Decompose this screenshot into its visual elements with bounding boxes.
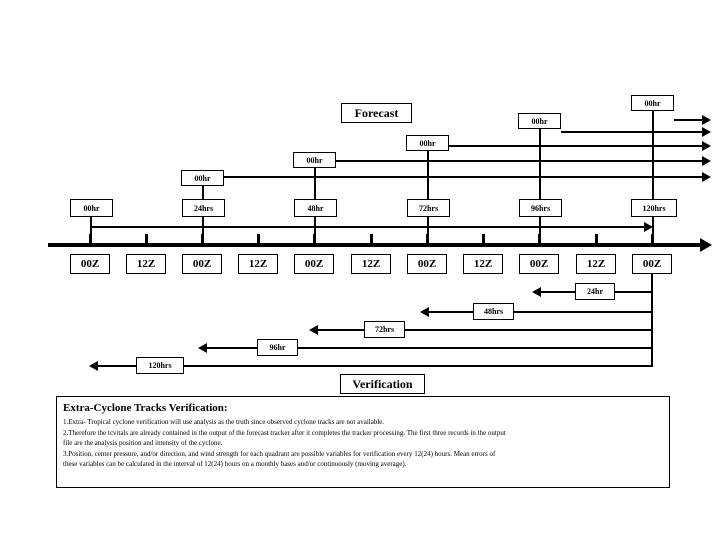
axis-tick <box>651 234 654 246</box>
verification-lead-box-96hr: 96hr <box>257 339 298 356</box>
synoptic-box-5: 12Z <box>351 254 391 274</box>
synoptic-box-10: 00Z <box>632 254 672 274</box>
forecast-arrow-line-5 <box>674 119 704 121</box>
notes-line: 3.Position, center pressure, and/or dire… <box>63 449 496 458</box>
forecast-arrow-line-3 <box>449 145 704 147</box>
verification-lead-box-120hrs: 120hrs <box>136 357 184 374</box>
lead-time-box-00hr: 00hr <box>70 199 113 217</box>
main-axis-arrow-head <box>700 238 712 252</box>
notes-line: these variables can be calculated in the… <box>63 460 407 468</box>
lead-time-box-48hr: 48hr <box>294 199 337 217</box>
axis-tick <box>257 234 260 246</box>
lead-connector-24hrs <box>202 217 204 247</box>
forecast-connector-5 <box>652 111 654 247</box>
forecast-arrow-line-2 <box>336 160 704 162</box>
verification-arrow-head-48hrs <box>420 307 429 317</box>
axis-tick <box>482 234 485 246</box>
synoptic-box-4: 00Z <box>294 254 334 274</box>
verification-arrow-line-96hr <box>203 347 653 349</box>
verification-arrow-head-120hrs <box>89 361 98 371</box>
forecast-cycle-box-5: 00hr <box>631 95 674 111</box>
lead-time-box-72hrs: 72hrs <box>407 199 450 217</box>
synoptic-box-6: 00Z <box>407 254 447 274</box>
forecast-arrow-head-base <box>644 222 653 232</box>
forecast-connector-4 <box>539 129 541 247</box>
forecast-arrow-head-5 <box>702 115 711 125</box>
verification-lead-box-72hrs: 72hrs <box>364 321 405 338</box>
axis-tick <box>201 234 204 246</box>
lead-connector-00hr <box>90 217 92 247</box>
notes-heading: Extra-Cyclone Tracks Verification: <box>63 402 228 414</box>
forecast-cycle-box-2: 00hr <box>293 152 336 168</box>
axis-tick <box>313 234 316 246</box>
synoptic-box-7: 12Z <box>463 254 503 274</box>
forecast-arrow-line-base <box>90 226 646 228</box>
lead-time-box-96hrs: 96hrs <box>519 199 562 217</box>
synoptic-box-2: 00Z <box>182 254 222 274</box>
verification-arrow-head-96hr <box>198 343 207 353</box>
lead-connector-72hrs <box>427 217 429 247</box>
lead-time-box-120hrs: 120hrs <box>631 199 677 217</box>
forecast-arrow-head-2 <box>702 156 711 166</box>
synoptic-box-3: 12Z <box>238 254 278 274</box>
verification-title-box: Verification <box>340 374 425 394</box>
verification-arrow-head-24hr <box>532 287 541 297</box>
lead-time-box-24hrs: 24hrs <box>182 199 225 217</box>
synoptic-box-8: 00Z <box>519 254 559 274</box>
forecast-arrow-line-1 <box>224 176 704 178</box>
synoptic-box-0: 00Z <box>70 254 110 274</box>
axis-tick <box>595 234 598 246</box>
axis-tick <box>538 234 541 246</box>
lead-connector-96hrs <box>539 217 541 247</box>
verification-arrow-head-72hrs <box>309 325 318 335</box>
forecast-cycle-box-4: 00hr <box>518 113 561 129</box>
verification-arrow-line-120hrs <box>94 365 653 367</box>
forecast-title-box: Forecast <box>341 103 412 123</box>
forecast-cycle-box-1: 00hr <box>181 170 224 186</box>
axis-tick <box>145 234 148 246</box>
verification-trunk <box>651 274 653 366</box>
axis-tick <box>426 234 429 246</box>
forecast-arrow-line-4 <box>561 131 704 133</box>
notes-panel: Extra-Cyclone Tracks Verification: 1.Ext… <box>56 396 670 488</box>
notes-line: file are the analysis position and inten… <box>63 439 223 447</box>
forecast-arrow-head-4 <box>702 127 711 137</box>
notes-line: 2.Therefore the tcvitals are already con… <box>63 428 506 437</box>
forecast-arrow-head-1 <box>702 172 711 182</box>
verification-lead-box-48hrs: 48hrs <box>473 303 514 320</box>
axis-tick <box>89 234 92 246</box>
forecast-arrow-head-3 <box>702 141 711 151</box>
verification-lead-box-24hr: 24hr <box>575 283 615 300</box>
main-time-axis <box>48 243 703 247</box>
lead-connector-48hr <box>314 217 316 247</box>
verification-arrow-line-72hrs <box>314 329 653 331</box>
forecast-cycle-box-3: 00hr <box>406 135 449 151</box>
verification-arrow-line-48hrs <box>425 311 653 313</box>
axis-tick <box>370 234 373 246</box>
lead-connector-120hrs <box>652 217 654 247</box>
notes-line: 1.Extra- Tropical cyclone verification w… <box>63 418 385 426</box>
synoptic-box-9: 12Z <box>576 254 616 274</box>
synoptic-box-1: 12Z <box>126 254 166 274</box>
